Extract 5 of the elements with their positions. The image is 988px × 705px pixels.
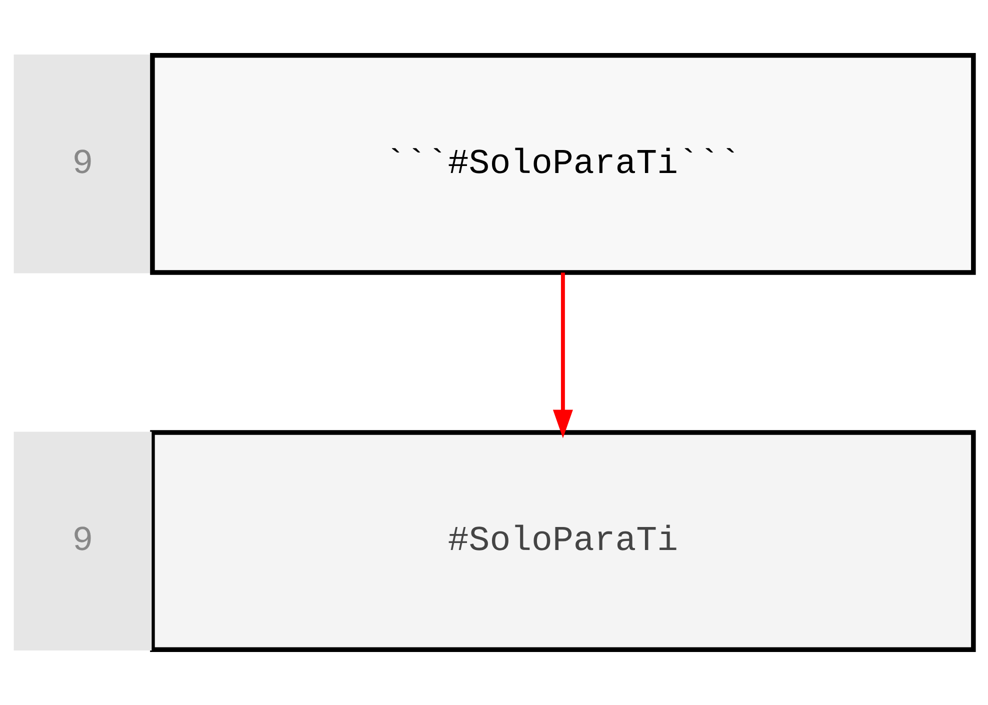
node-box: #SoloParaTi bbox=[150, 430, 976, 652]
node-box: 9 bbox=[14, 54, 152, 274]
arrow bbox=[552, 272, 573, 438]
node-box: 9 bbox=[14, 432, 152, 650]
node-box: ```#SoloParaTi``` bbox=[150, 52, 976, 275]
